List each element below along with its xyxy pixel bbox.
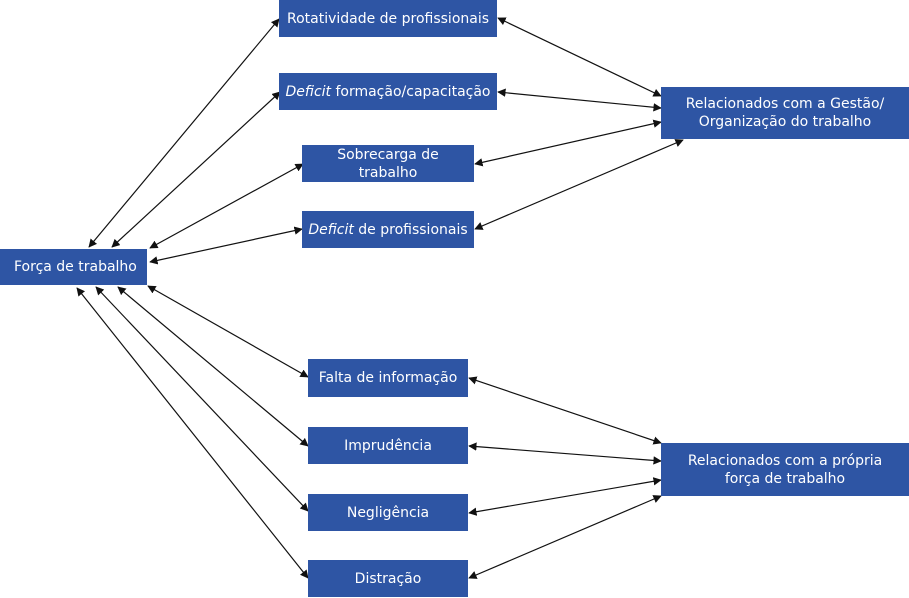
node-rotatividade-label: Rotatividade de profissionais: [286, 10, 490, 27]
node-deficit-profissionais-label: de profissionais: [353, 221, 468, 238]
node-falta-informacao: Falta de informação: [308, 359, 468, 397]
node-group-propria-line1: Relacionados com a própria: [687, 452, 883, 469]
node-deficit-formacao-label: formação/capacitação: [331, 83, 491, 100]
node-sobrecarga: Sobrecarga de trabalho: [302, 145, 474, 182]
node-group-gestao: Relacionados com a Gestão/Organização do…: [661, 87, 909, 139]
node-deficit-profissionais-italic: Deficit: [308, 221, 354, 238]
arrow-forca-imprudencia: [117, 286, 309, 447]
node-forca-de-trabalho: Força de trabalho: [0, 249, 147, 285]
node-deficit-formacao-italic: Deficit: [285, 83, 332, 100]
node-group-propria-line2: força de trabalho: [724, 470, 846, 487]
arrow-distracao-propria: [468, 495, 662, 579]
node-imprudencia: Imprudência: [308, 427, 468, 464]
arrow-sobrecarga-gestao: [474, 119, 662, 167]
node-distracao-label: Distração: [354, 570, 422, 587]
arrow-forca-deficit-formacao: [111, 91, 281, 248]
node-negligencia: Negligência: [308, 494, 468, 531]
arrow-falta-informacao-propria: [468, 376, 662, 445]
node-forca-de-trabalho-label: Força de trabalho: [14, 259, 137, 275]
arrow-forca-rotatividade: [88, 18, 280, 248]
arrow-deficit-profissionais-gestao: [474, 139, 684, 230]
node-deficit-formacao: Deficit formação/capacitação: [279, 73, 497, 110]
node-distracao: Distração: [308, 560, 468, 597]
arrow-forca-sobrecarga: [149, 163, 304, 249]
arrow-rotatividade-gestao: [497, 17, 662, 97]
node-negligencia-label: Negligência: [346, 504, 430, 521]
node-deficit-profissionais: Deficit de profissionais: [302, 211, 474, 248]
arrow-forca-distracao: [76, 287, 309, 579]
arrow-imprudencia-propria: [468, 442, 662, 465]
node-sobrecarga-label: Sobrecarga de trabalho: [337, 146, 439, 181]
arrow-forca-deficit-profissionais: [149, 226, 303, 265]
arrow-deficit-formacao-gestao: [497, 88, 662, 112]
node-group-gestao-line1: Relacionados com a Gestão/: [685, 96, 885, 112]
arrow-forca-negligencia: [95, 286, 309, 512]
node-rotatividade: Rotatividade de profissionais: [279, 0, 497, 37]
node-imprudencia-label: Imprudência: [344, 437, 432, 454]
node-falta-informacao-label: Falta de informação: [318, 370, 458, 386]
node-group-gestao-line2: Organização do trabalho: [698, 114, 872, 130]
